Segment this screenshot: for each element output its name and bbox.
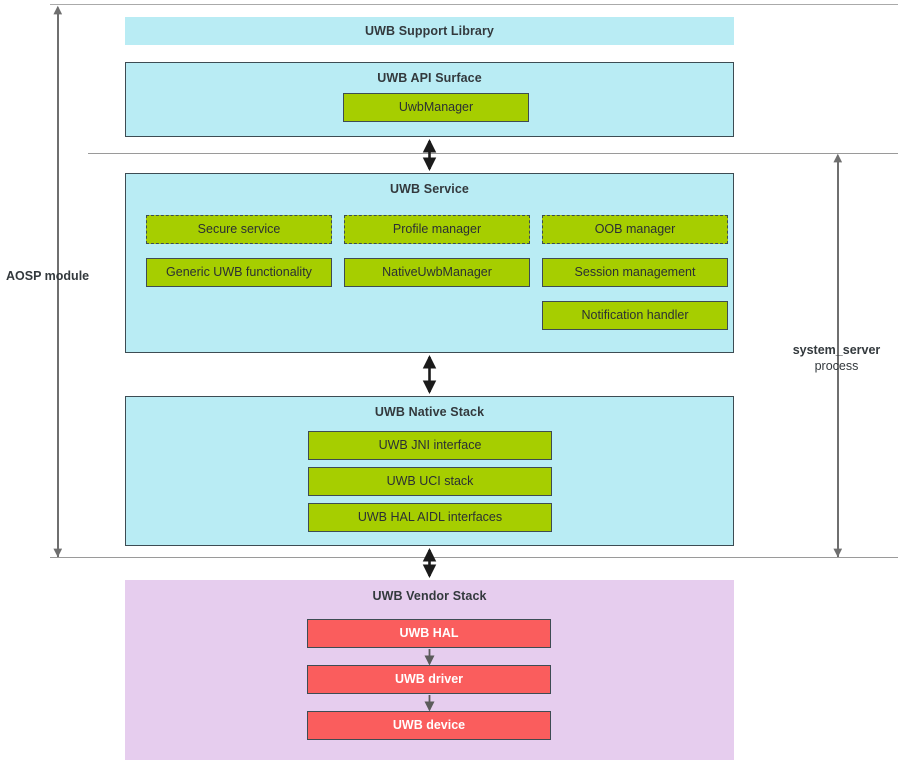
section-title-uwb-service: UWB Service xyxy=(390,182,469,196)
aosp-module-bracket-line xyxy=(57,8,59,557)
system-server-label: system_server process xyxy=(775,343,898,374)
aosp-module-label-text: AOSP module xyxy=(6,269,90,283)
section-title-vendor-stack: UWB Vendor Stack xyxy=(372,589,487,603)
system-server-process-text: process xyxy=(814,358,859,373)
native-vendor-boundary-rule xyxy=(50,557,898,558)
block-uwb-device[interactable]: UWB device xyxy=(307,711,551,740)
block-oob-manager[interactable]: OOB manager xyxy=(542,215,728,244)
section-uwb-native-stack: UWB Native Stack UWB JNI interface UWB U… xyxy=(125,396,734,546)
block-profile-manager[interactable]: Profile manager xyxy=(344,215,530,244)
block-uwb-uci-stack[interactable]: UWB UCI stack xyxy=(308,467,552,496)
block-uwb-hal-aidl-interfaces[interactable]: UWB HAL AIDL interfaces xyxy=(308,503,552,532)
top-boundary-rule xyxy=(50,4,898,5)
block-uwb-hal[interactable]: UWB HAL xyxy=(307,619,551,648)
block-generic-uwb-functionality[interactable]: Generic UWB functionality xyxy=(146,258,332,287)
block-secure-service[interactable]: Secure service xyxy=(146,215,332,244)
section-title-api-surface: UWB API Surface xyxy=(377,71,482,85)
section-uwb-support-library: UWB Support Library xyxy=(125,17,734,45)
block-uwb-manager[interactable]: UwbManager xyxy=(343,93,529,122)
section-uwb-service: UWB Service Secure service Profile manag… xyxy=(125,173,734,353)
section-uwb-vendor-stack: UWB Vendor Stack UWB HAL UWB driver UWB … xyxy=(125,580,734,760)
section-title-support-library: UWB Support Library xyxy=(365,24,494,38)
block-native-uwb-manager[interactable]: NativeUwbManager xyxy=(344,258,530,287)
block-uwb-driver[interactable]: UWB driver xyxy=(307,665,551,694)
aosp-module-label: AOSP module xyxy=(6,269,106,285)
system-server-label-text: system_server xyxy=(792,343,881,357)
block-notification-handler[interactable]: Notification handler xyxy=(542,301,728,330)
api-service-boundary-rule xyxy=(88,153,898,154)
system-server-bracket-line xyxy=(837,157,839,557)
section-uwb-api-surface: UWB API Surface UwbManager xyxy=(125,62,734,137)
block-uwb-jni-interface[interactable]: UWB JNI interface xyxy=(308,431,552,460)
section-title-native-stack: UWB Native Stack xyxy=(374,405,485,419)
block-session-management[interactable]: Session management xyxy=(542,258,728,287)
